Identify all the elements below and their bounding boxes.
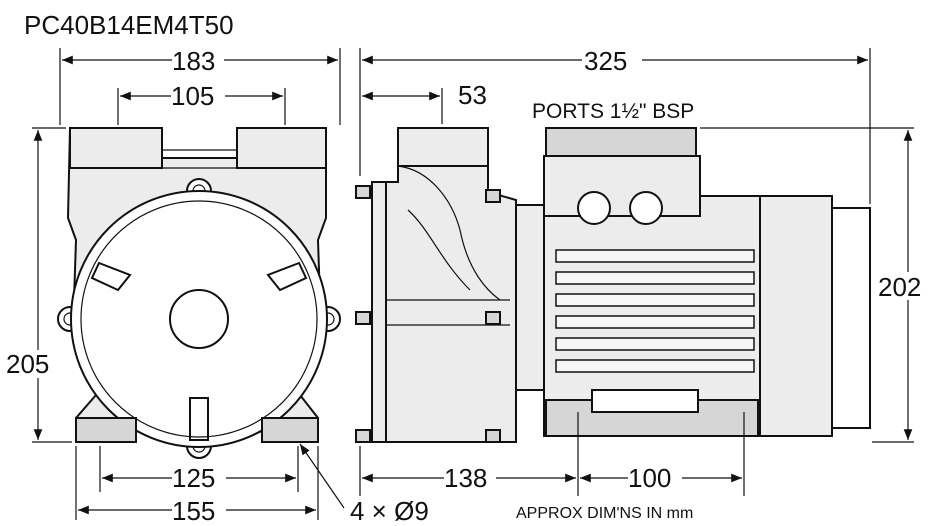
fan-cover [759, 195, 833, 437]
front-left-port [69, 127, 163, 169]
dim-front-port-span: 105 [171, 81, 214, 111]
front-left-foot [75, 417, 137, 443]
dim-front-height: 205 [6, 349, 49, 379]
model-title: PC40B14EM4T50 [24, 10, 234, 40]
side-view [355, 127, 871, 443]
front-view [57, 127, 341, 459]
units-note: APPROX DIM'NS IN mm [516, 505, 693, 522]
dim-side-length: 325 [584, 46, 627, 76]
front-shaft [169, 289, 229, 349]
dim-side-foot-offset: 138 [444, 463, 487, 493]
front-right-foot [261, 417, 319, 443]
dim-side-port-offset: 53 [458, 80, 487, 110]
side-pump-head [371, 127, 517, 443]
front-dimensions: 183 105 205 125 155 4 × Ø9 [4, 46, 429, 526]
dim-front-foot-holes: 125 [172, 463, 215, 493]
front-right-port [236, 127, 327, 169]
side-dimensions: 325 53 PORTS 1½" BSP 202 138 100 APPROX … [359, 46, 932, 522]
cable-gland-1 [577, 191, 611, 225]
cable-gland-2 [629, 191, 663, 225]
holes-label: 4 × Ø9 [350, 496, 429, 526]
side-adapter [515, 204, 545, 391]
dim-side-height: 202 [878, 272, 921, 302]
ports-label: PORTS 1½" BSP [532, 100, 694, 123]
dim-front-foot-width: 155 [172, 496, 215, 526]
dim-side-foot-holes: 100 [628, 463, 671, 493]
dim-front-width: 183 [172, 46, 215, 76]
terminal-box [545, 127, 697, 159]
